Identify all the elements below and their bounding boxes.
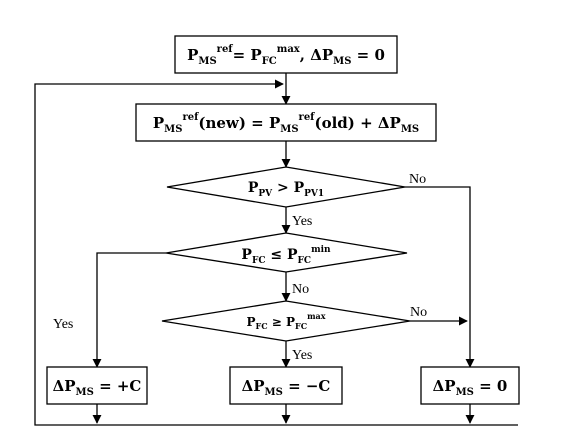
decision3-text: PFC ≥ PFCmax <box>247 311 326 331</box>
connectors <box>34 73 518 426</box>
label-d3-yes: Yes <box>292 348 312 363</box>
init-box <box>174 35 398 74</box>
output-zero-text: ΔPMS = 0 <box>433 377 508 398</box>
decision1-text: PPV > PPV1 <box>248 180 324 199</box>
label-d2-no: No <box>292 282 309 297</box>
label-d3-no: No <box>410 305 427 320</box>
output-minus-text: ΔPMS = −C <box>242 377 331 398</box>
decision2-diamond <box>165 232 408 273</box>
output-plus-text: ΔPMS = +C <box>53 377 142 398</box>
edge-feedback-loop <box>34 79 518 426</box>
init-text: PMSref= PFCmax, ΔPMS = 0 <box>187 44 385 67</box>
output-plus-box <box>46 366 148 405</box>
label-d1-yes: Yes <box>292 214 312 229</box>
label-d2-yes: Yes <box>53 317 73 332</box>
edge-d1-out-zero <box>405 186 475 368</box>
label-d1-no: No <box>409 172 426 187</box>
output-zero-box <box>420 366 520 405</box>
decision2-text: PFC ≤ PFCmin <box>241 245 331 266</box>
edge-d2-out-plus <box>92 252 166 368</box>
decision1-diamond <box>166 166 406 208</box>
update-box <box>135 103 437 142</box>
decision3-diamond <box>161 300 411 342</box>
update-text: PMSref(new) = PMSref(old) + ΔPMS <box>153 112 419 135</box>
output-minus-box <box>229 366 343 405</box>
